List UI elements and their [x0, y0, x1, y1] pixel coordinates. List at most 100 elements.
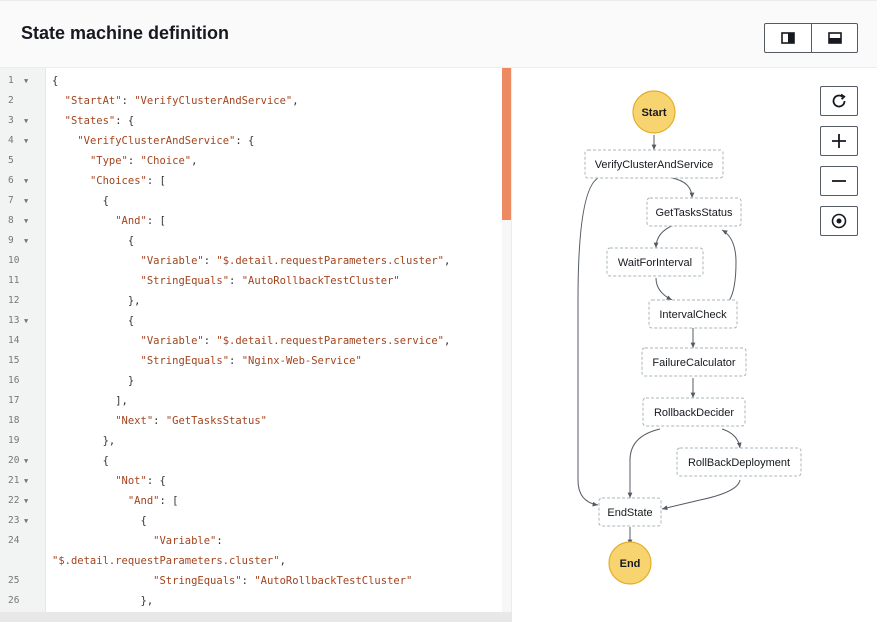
code-line-18: "Next": "GetTasksStatus" [115, 415, 267, 427]
state-node-label: WaitForInterval [618, 257, 692, 269]
zoom-out-button[interactable] [820, 166, 858, 196]
line-number-4: 4▼ [0, 131, 46, 151]
zoom-out-icon [832, 180, 846, 182]
state-node-label: GetTasksStatus [655, 207, 733, 219]
code-line-2: "StartAt": "VerifyClusterAndService", [64, 95, 299, 107]
line-number-text: 3 [8, 115, 14, 126]
editor-scroll-track[interactable] [502, 68, 511, 612]
split-vertical-button[interactable] [765, 24, 811, 52]
fold-toggle-icon[interactable]: ▼ [24, 137, 29, 145]
state-node-label: RollbackDecider [654, 407, 734, 419]
fold-toggle-icon[interactable]: ▼ [24, 217, 29, 225]
code-line-23: { [52, 515, 147, 527]
line-number-22: 22▼ [0, 491, 46, 511]
line-number-text: 21 [8, 475, 20, 486]
fold-toggle-icon[interactable]: ▼ [24, 197, 29, 205]
fold-toggle-icon[interactable]: ▼ [24, 477, 29, 485]
line-number-text: 15 [8, 355, 20, 366]
center-button[interactable] [820, 206, 858, 236]
line-number-text: 8 [8, 215, 14, 226]
editor-horizontal-scrollbar[interactable] [0, 612, 512, 622]
editor-scrollbar-thumb[interactable] [502, 68, 511, 220]
code-line-17: ], [52, 395, 128, 407]
code-line-24-wrapped: "$.detail.requestParameters.cluster", [52, 555, 286, 567]
refresh-button[interactable] [820, 86, 858, 116]
line-number-text: 12 [8, 295, 20, 306]
split-horizontal-icon [827, 32, 842, 44]
line-number-3: 3▼ [0, 111, 46, 131]
state-node-waitforinterval[interactable]: WaitForInterval [606, 247, 704, 277]
code-line-20: { [52, 455, 109, 467]
fold-toggle-icon[interactable]: ▼ [24, 77, 29, 85]
line-number-1: 1▼ [0, 71, 46, 91]
code-line-4: "VerifyClusterAndService": { [77, 135, 255, 147]
line-number-10: 10 [0, 251, 46, 271]
code-line-25: "StringEquals": "AutoRollbackTestCluster… [153, 575, 413, 587]
code-line-1: { [52, 75, 59, 87]
state-node-failurecalculator[interactable]: FailureCalculator [641, 347, 747, 377]
line-number-text: 24 [8, 535, 20, 546]
state-node-intervalcheck[interactable]: IntervalCheck [648, 299, 738, 329]
line-number-26: 26 [0, 591, 46, 611]
line-number-15: 15 [0, 351, 46, 371]
state-node-verifyclusterandservice[interactable]: VerifyClusterAndService [584, 149, 724, 179]
code-line-13: { [52, 315, 135, 327]
line-number-21: 21 ▼ [0, 471, 46, 491]
line-number-13: 13 ▼ [0, 311, 46, 331]
line-number-text: 13 [8, 315, 20, 326]
fold-toggle-icon[interactable]: ▼ [24, 457, 29, 465]
refresh-icon [832, 93, 846, 108]
line-number-11: 11 [0, 271, 46, 291]
line-number-text: 23 [8, 515, 20, 526]
line-number-text: 17 [8, 395, 20, 406]
line-number-text: 14 [8, 335, 20, 346]
fold-toggle-icon[interactable]: ▼ [24, 517, 29, 525]
line-number-20: 20 ▼ [0, 451, 46, 471]
start-node[interactable]: Start [632, 90, 676, 134]
line-number-text: 20 [8, 455, 20, 466]
code-line-10: "Variable": "$.detail.requestParameters.… [140, 255, 451, 267]
code-content[interactable]: { "StartAt": "VerifyClusterAndService", … [46, 68, 502, 612]
zoom-in-button[interactable] [820, 126, 858, 156]
line-number-12: 12 [0, 291, 46, 311]
code-line-24: "Variable": [153, 535, 223, 547]
page-title: State machine definition [21, 23, 230, 43]
fold-toggle-icon[interactable]: ▼ [24, 177, 29, 185]
start-node-label: Start [641, 107, 666, 119]
fold-toggle-icon[interactable]: ▼ [24, 497, 29, 505]
line-number-text: 5 [8, 155, 14, 166]
code-line-12: }, [52, 295, 141, 307]
state-node-endstate[interactable]: EndState [598, 497, 662, 527]
code-line-5: "Type": "Choice", [89, 155, 198, 167]
code-line-11: "StringEquals": "AutoRollbackTestCluster… [140, 275, 400, 287]
code-line-14: "Variable": "$.detail.requestParameters.… [140, 335, 451, 347]
line-number-text: 26 [8, 595, 20, 606]
zoom-in-icon [832, 134, 846, 148]
fold-toggle-icon[interactable]: ▼ [24, 237, 29, 245]
fold-toggle-icon[interactable]: ▼ [24, 317, 29, 325]
line-number-6: 6▼ [0, 171, 46, 191]
line-number-text: 7 [8, 195, 14, 206]
line-number-text: 6 [8, 175, 14, 186]
code-line-7: { [52, 195, 109, 207]
state-node-rollbackdeployment[interactable]: RollBackDeployment [676, 447, 802, 477]
line-number-2: 2 [0, 91, 46, 111]
line-number-text: 19 [8, 435, 20, 446]
state-node-label: RollBackDeployment [688, 457, 790, 469]
line-number-17: 17 [0, 391, 46, 411]
code-line-8: "And": [ [115, 215, 166, 227]
state-node-gettasksstatus[interactable]: GetTasksStatus [646, 197, 742, 227]
line-number-25: 25 [0, 571, 46, 591]
line-number-23: 23 ▼ [0, 511, 46, 531]
line-number-text: 4 [8, 135, 14, 146]
line-number-18: 18 [0, 411, 46, 431]
end-node[interactable]: End [608, 541, 652, 585]
fold-toggle-icon[interactable]: ▼ [24, 117, 29, 125]
state-node-label: FailureCalculator [652, 357, 735, 369]
split-horizontal-button[interactable] [811, 24, 857, 52]
state-node-rollbackdecider[interactable]: RollbackDecider [642, 397, 746, 427]
line-number-7: 7▼ [0, 191, 46, 211]
line-number-5: 5 [0, 151, 46, 171]
